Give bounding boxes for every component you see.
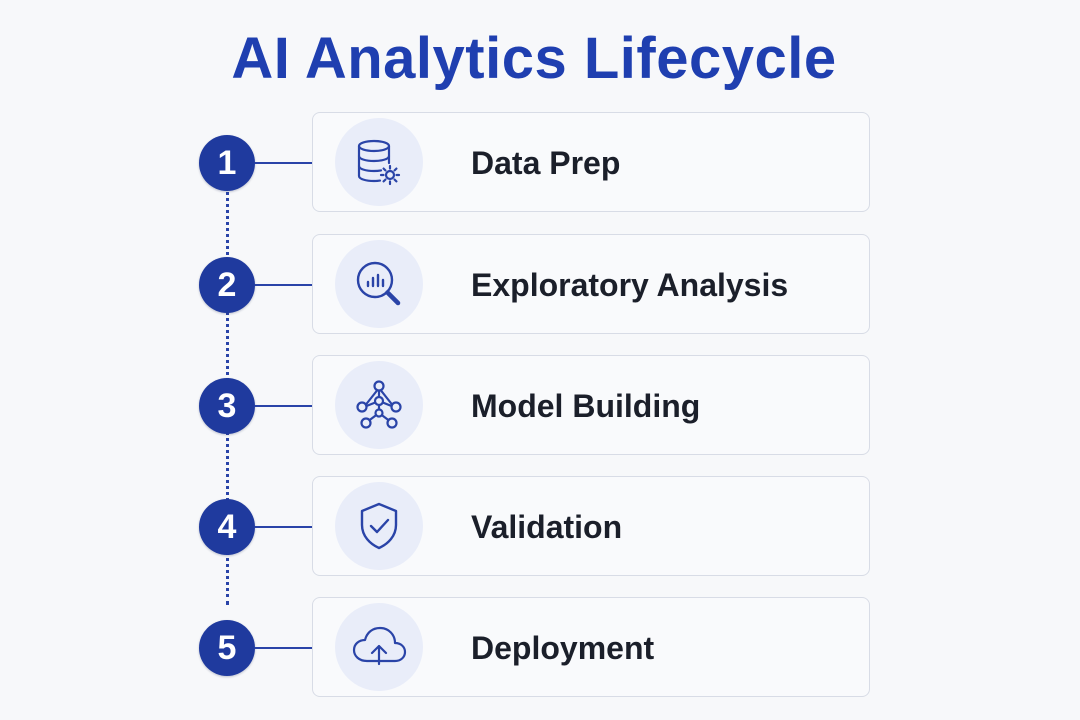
step-connector bbox=[255, 284, 312, 286]
step-number-badge: 5 bbox=[199, 620, 255, 676]
shield-check-icon bbox=[335, 482, 423, 570]
network-nodes-icon bbox=[335, 361, 423, 449]
step-5: 5 Deployment bbox=[0, 597, 1080, 699]
step-number-badge: 1 bbox=[199, 135, 255, 191]
step-1: 1 Data Prep bbox=[0, 112, 1080, 214]
step-connector bbox=[255, 647, 312, 649]
page-title: AI Analytics Lifecycle bbox=[231, 26, 837, 91]
step-number-badge: 2 bbox=[199, 257, 255, 313]
step-card[interactable]: Model Building bbox=[312, 355, 870, 455]
step-label: Exploratory Analysis bbox=[471, 267, 789, 303]
step-3: 3 Model Building bbox=[0, 355, 1080, 457]
step-4: 4 Validation bbox=[0, 476, 1080, 578]
step-card[interactable]: Deployment bbox=[312, 597, 870, 697]
step-number-badge: 4 bbox=[199, 499, 255, 555]
cloud-upload-icon bbox=[335, 603, 423, 691]
step-card[interactable]: Data Prep bbox=[312, 112, 870, 212]
step-connector bbox=[255, 162, 312, 164]
step-card[interactable]: Exploratory Analysis bbox=[312, 234, 870, 334]
step-connector bbox=[255, 526, 312, 528]
step-connector bbox=[255, 405, 312, 407]
database-gear-icon bbox=[335, 118, 423, 206]
step-card[interactable]: Validation bbox=[312, 476, 870, 576]
step-label: Data Prep bbox=[471, 145, 621, 181]
step-2: 2 Exploratory Analysis bbox=[0, 234, 1080, 336]
magnifier-chart-icon bbox=[335, 240, 423, 328]
step-label: Validation bbox=[471, 509, 623, 545]
step-label: Deployment bbox=[471, 630, 655, 666]
step-number-badge: 3 bbox=[199, 378, 255, 434]
step-label: Model Building bbox=[471, 388, 701, 424]
